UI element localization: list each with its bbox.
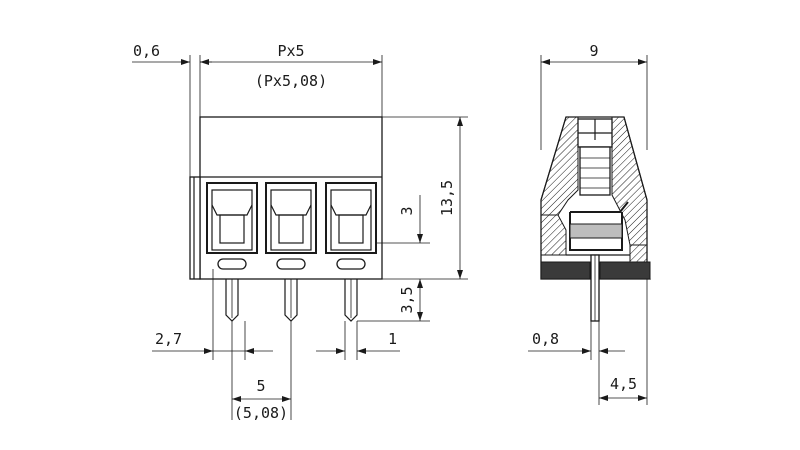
dim-pitch-label: Px5 [277, 42, 304, 60]
dim-pin-position: 4,5 [599, 375, 647, 401]
pins [225, 279, 358, 322]
dim-pin-spacing-inch-label: (5,08) [234, 404, 288, 422]
dim-pin-offset-label: 2,7 [155, 330, 182, 348]
side-view: 9 [528, 42, 651, 405]
dim-width-label: 9 [589, 42, 598, 60]
dim-height-total: 13,5 [438, 117, 463, 279]
dim-pitch: Px5 (Px5,08) [200, 42, 382, 90]
side-pin [590, 254, 600, 322]
dim-pitch-inch-label: (Px5,08) [255, 72, 327, 90]
dim-overhang-label: 0,6 [133, 42, 160, 60]
dim-pin-length: 3,5 [398, 279, 423, 321]
dim-pin-length-label: 3,5 [398, 286, 416, 313]
dim-pin-position-label: 4,5 [610, 375, 637, 393]
dim-height-upper: 3 [398, 195, 423, 243]
terminal-opening-3 [325, 182, 377, 270]
dim-pin-thickness: 0,8 [528, 330, 625, 354]
dim-height-upper-label: 3 [398, 206, 416, 215]
dim-pin-spacing-label: 5 [256, 377, 265, 395]
dim-width: 9 [541, 42, 647, 65]
dim-pin-thickness-label: 0,8 [532, 330, 559, 348]
dim-pin-width-label: 1 [388, 330, 397, 348]
dim-pin-width: 1 [316, 330, 400, 354]
dim-pin-spacing: 5 (5,08) [232, 377, 291, 422]
dim-overhang: 0,6 [132, 42, 212, 65]
side-housing-section [540, 116, 651, 280]
front-view: 0,6 Px5 (Px5,08) 13,5 3 3 [132, 42, 468, 422]
dim-pin-offset: 2,7 [152, 330, 273, 354]
terminal-opening-1 [206, 182, 258, 270]
dim-height-total-label: 13,5 [438, 180, 456, 216]
terminal-opening-2 [265, 182, 317, 270]
front-housing [189, 116, 383, 280]
